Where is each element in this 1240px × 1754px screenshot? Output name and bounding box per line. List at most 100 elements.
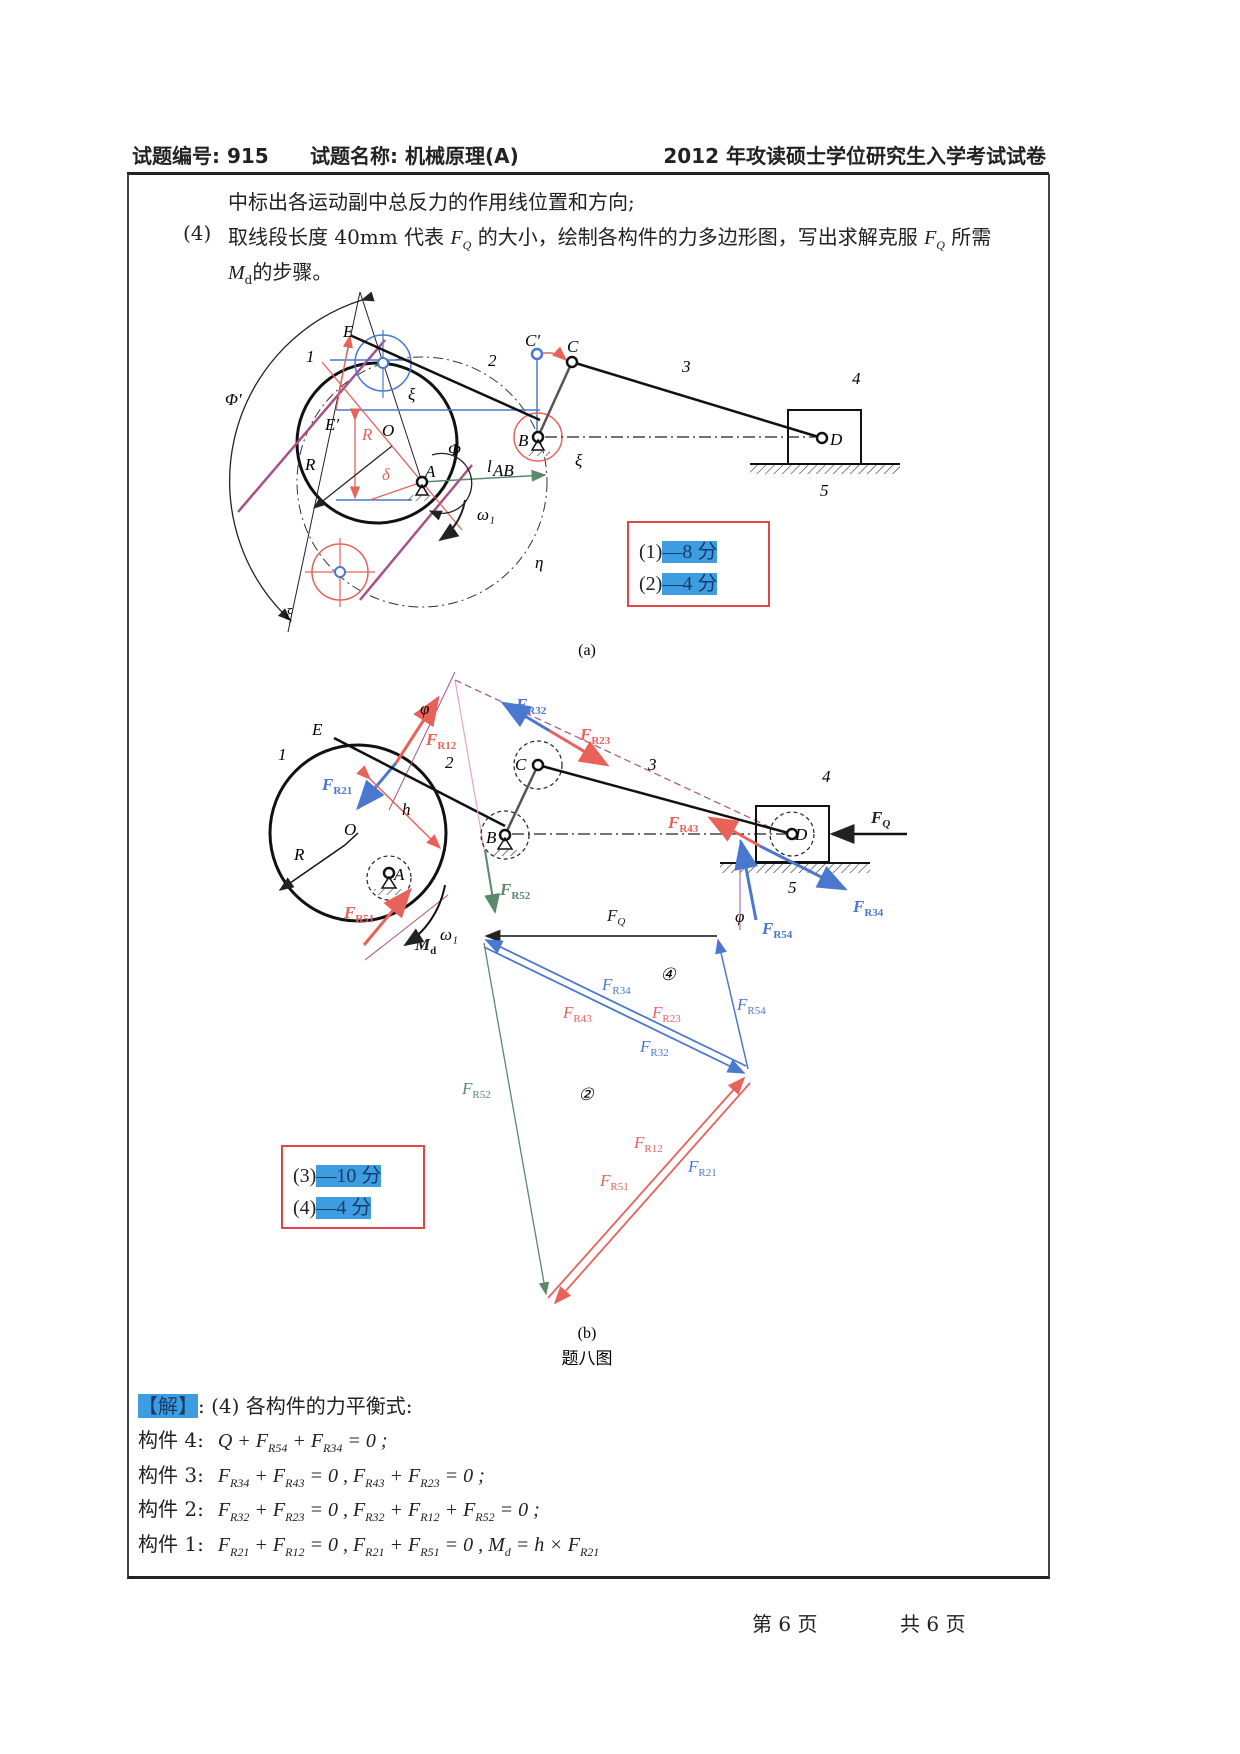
force-symbol: F (870, 808, 883, 827)
force-subscript: R34 (612, 985, 631, 997)
joint-d (815, 431, 829, 445)
force-subscript: R43 (679, 823, 698, 835)
score-row-1: (1)—8 分 (639, 541, 718, 563)
force-label-FR32: FR32 (515, 695, 547, 717)
omega-arc (438, 499, 466, 542)
joint-b (531, 430, 545, 444)
force-subscript: R51 (610, 1181, 628, 1193)
force-subscript: R54 (773, 929, 792, 941)
force-symbol: F (599, 1171, 611, 1190)
page-number: 第 6 页 (752, 1612, 818, 1636)
fig-b-label-poly4: ④ (660, 965, 676, 984)
equation-text: FR21 + FR12 = 0 , FR21 + FR51 = 0 , Md =… (217, 1533, 600, 1559)
o-point-line (344, 832, 359, 846)
force-subscript: R43 (573, 1013, 592, 1025)
pivot-b-b (496, 836, 514, 850)
force-label-FR52: FR52 (499, 880, 531, 902)
figure-title: 题八图 (562, 1349, 613, 1369)
equation-text: FR32 + FR23 = 0 , FR32 + FR12 + FR52 = 0… (217, 1499, 540, 1524)
exam-subject: 试题名称: 机械原理(A) (310, 144, 519, 168)
fig-a-label-n5: 5 (820, 481, 829, 500)
fig-b-label-R: R (293, 845, 305, 864)
fig-a-label-n4: 4 (852, 369, 861, 388)
page-total: 共 6 页 (900, 1612, 966, 1636)
force-label-pFR23: FR23 (651, 1003, 681, 1025)
friction-circle-a (366, 855, 412, 901)
lab-arrow (421, 469, 547, 483)
joint-b-b (498, 828, 512, 842)
equation-text: FR34 + FR43 = 0 , FR43 + FR23 = 0 ; (217, 1464, 485, 1490)
force-subscript: Q (617, 916, 625, 928)
force-label-pFR34: FR34 (601, 975, 631, 997)
fr54-arrow (734, 839, 758, 921)
force-subscript: R23 (662, 1013, 681, 1025)
fig-a-label-C: C (567, 337, 579, 356)
force-label-Md: Md (414, 935, 436, 957)
question-line-2: 取线段长度 40mm 代表 FQ 的大小，绘制各构件的力多边形图，写出求解克服 … (228, 225, 992, 252)
force-label-FR23: FR23 (579, 725, 611, 747)
fig-b-label-C: C (515, 755, 527, 774)
fig-a-label-xi3: ξ (285, 605, 293, 624)
force-label-pFR52: FR52 (461, 1079, 491, 1101)
force-symbol: F (343, 903, 356, 922)
force-label-pFQ: FQ (606, 906, 625, 928)
fr12-arrow (394, 695, 440, 764)
phi-prime-arc (228, 291, 375, 621)
joint-a (415, 475, 429, 489)
force-symbol: M (414, 935, 431, 954)
force-label-FR21: FR21 (321, 775, 352, 797)
solution-heading: 【解】: (4) 各构件的力平衡式: (138, 1394, 413, 1418)
fig-a-label-lab_sub: AB (492, 461, 514, 480)
score-box-b: (3)—10 分 (4)—4 分 (281, 1145, 425, 1229)
force-symbol: F (579, 725, 592, 744)
fig-b-label-n2: 2 (445, 753, 454, 772)
question-line-3: Md的步骤。 (228, 260, 333, 287)
equilibrium-equation: 构件 2: FR32 + FR23 = 0 , FR32 + FR12 + FR5… (138, 1493, 540, 1525)
fig-b-label-B: B (486, 828, 497, 847)
force-label-FR51: FR51 (343, 903, 374, 925)
force-subscript: R21 (333, 785, 352, 797)
force-symbol: F (633, 1133, 645, 1152)
fig-a-label-R1: R (361, 425, 373, 444)
poly-fr34 (484, 939, 747, 1067)
h-dimension (356, 765, 442, 850)
force-label-pFR51: FR51 (599, 1171, 629, 1193)
force-label-FR34: FR34 (852, 897, 884, 919)
question-number: (4) (183, 221, 212, 245)
joint-c-b (531, 758, 545, 772)
link-2 (351, 334, 541, 422)
poly-fr32 (483, 946, 746, 1074)
fr32-arrow (500, 701, 551, 733)
member-label: 构件 3: (138, 1462, 204, 1487)
force-symbol: F (687, 1157, 699, 1176)
fig-b-label-O: O (344, 820, 356, 839)
fig-a-label-xi1: ξ (408, 385, 416, 404)
fig-b-label-n1: 1 (278, 745, 287, 764)
equilibrium-equation: 构件 1:FR21 + FR12 = 0 , FR21 + FR51 = 0 ,… (138, 1528, 599, 1560)
tangent-line-1 (237, 339, 386, 513)
force-symbol: F (461, 1079, 473, 1098)
force-subscript: R23 (591, 735, 610, 747)
link-bc (536, 361, 574, 438)
joint-c (565, 355, 579, 369)
member-label: 构件 2: (138, 1497, 204, 1521)
force-subscript: R21 (698, 1167, 716, 1179)
force-label-pFR54: FR54 (736, 995, 766, 1017)
fig-a-label-Phip: Φ′ (225, 390, 242, 409)
force-label-FR12: FR12 (425, 730, 457, 752)
roller-red-center (334, 566, 346, 578)
exam-title: 2012 年攻读硕士学位研究生入学考试试卷 (663, 144, 1046, 168)
score-box-a: (1)—8 分 (2)—4 分 (627, 521, 770, 607)
force-symbol: F (852, 897, 865, 916)
fig-a-label-E: E (342, 322, 354, 341)
force-subscript: R52 (472, 1089, 490, 1101)
fig-a-label-eta: η (535, 553, 543, 572)
force-symbol: F (606, 906, 618, 925)
poly-fr51 (553, 1082, 751, 1305)
score-row-2: (2)—4 分 (639, 573, 718, 595)
fig-a-label-Ep: E′ (324, 415, 339, 434)
roller-blue-center (377, 357, 389, 369)
fig-a-label-w1: ω₁ (477, 505, 495, 524)
fig-a-label-delta: δ (382, 465, 391, 484)
